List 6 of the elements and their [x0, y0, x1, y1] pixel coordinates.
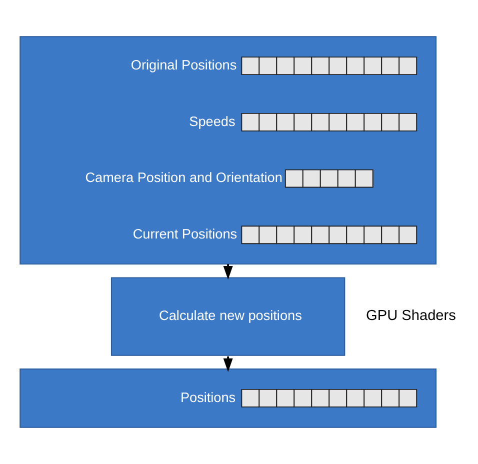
node-label: Current Positions — [132, 226, 238, 242]
node-label: Original Positions — [130, 57, 237, 72]
node-label: Positions — [180, 390, 236, 405]
node-label: Speeds — [189, 114, 236, 129]
node-label: Camera Position and Orientation — [85, 170, 282, 186]
node-label: GPU Shaders — [366, 308, 456, 324]
